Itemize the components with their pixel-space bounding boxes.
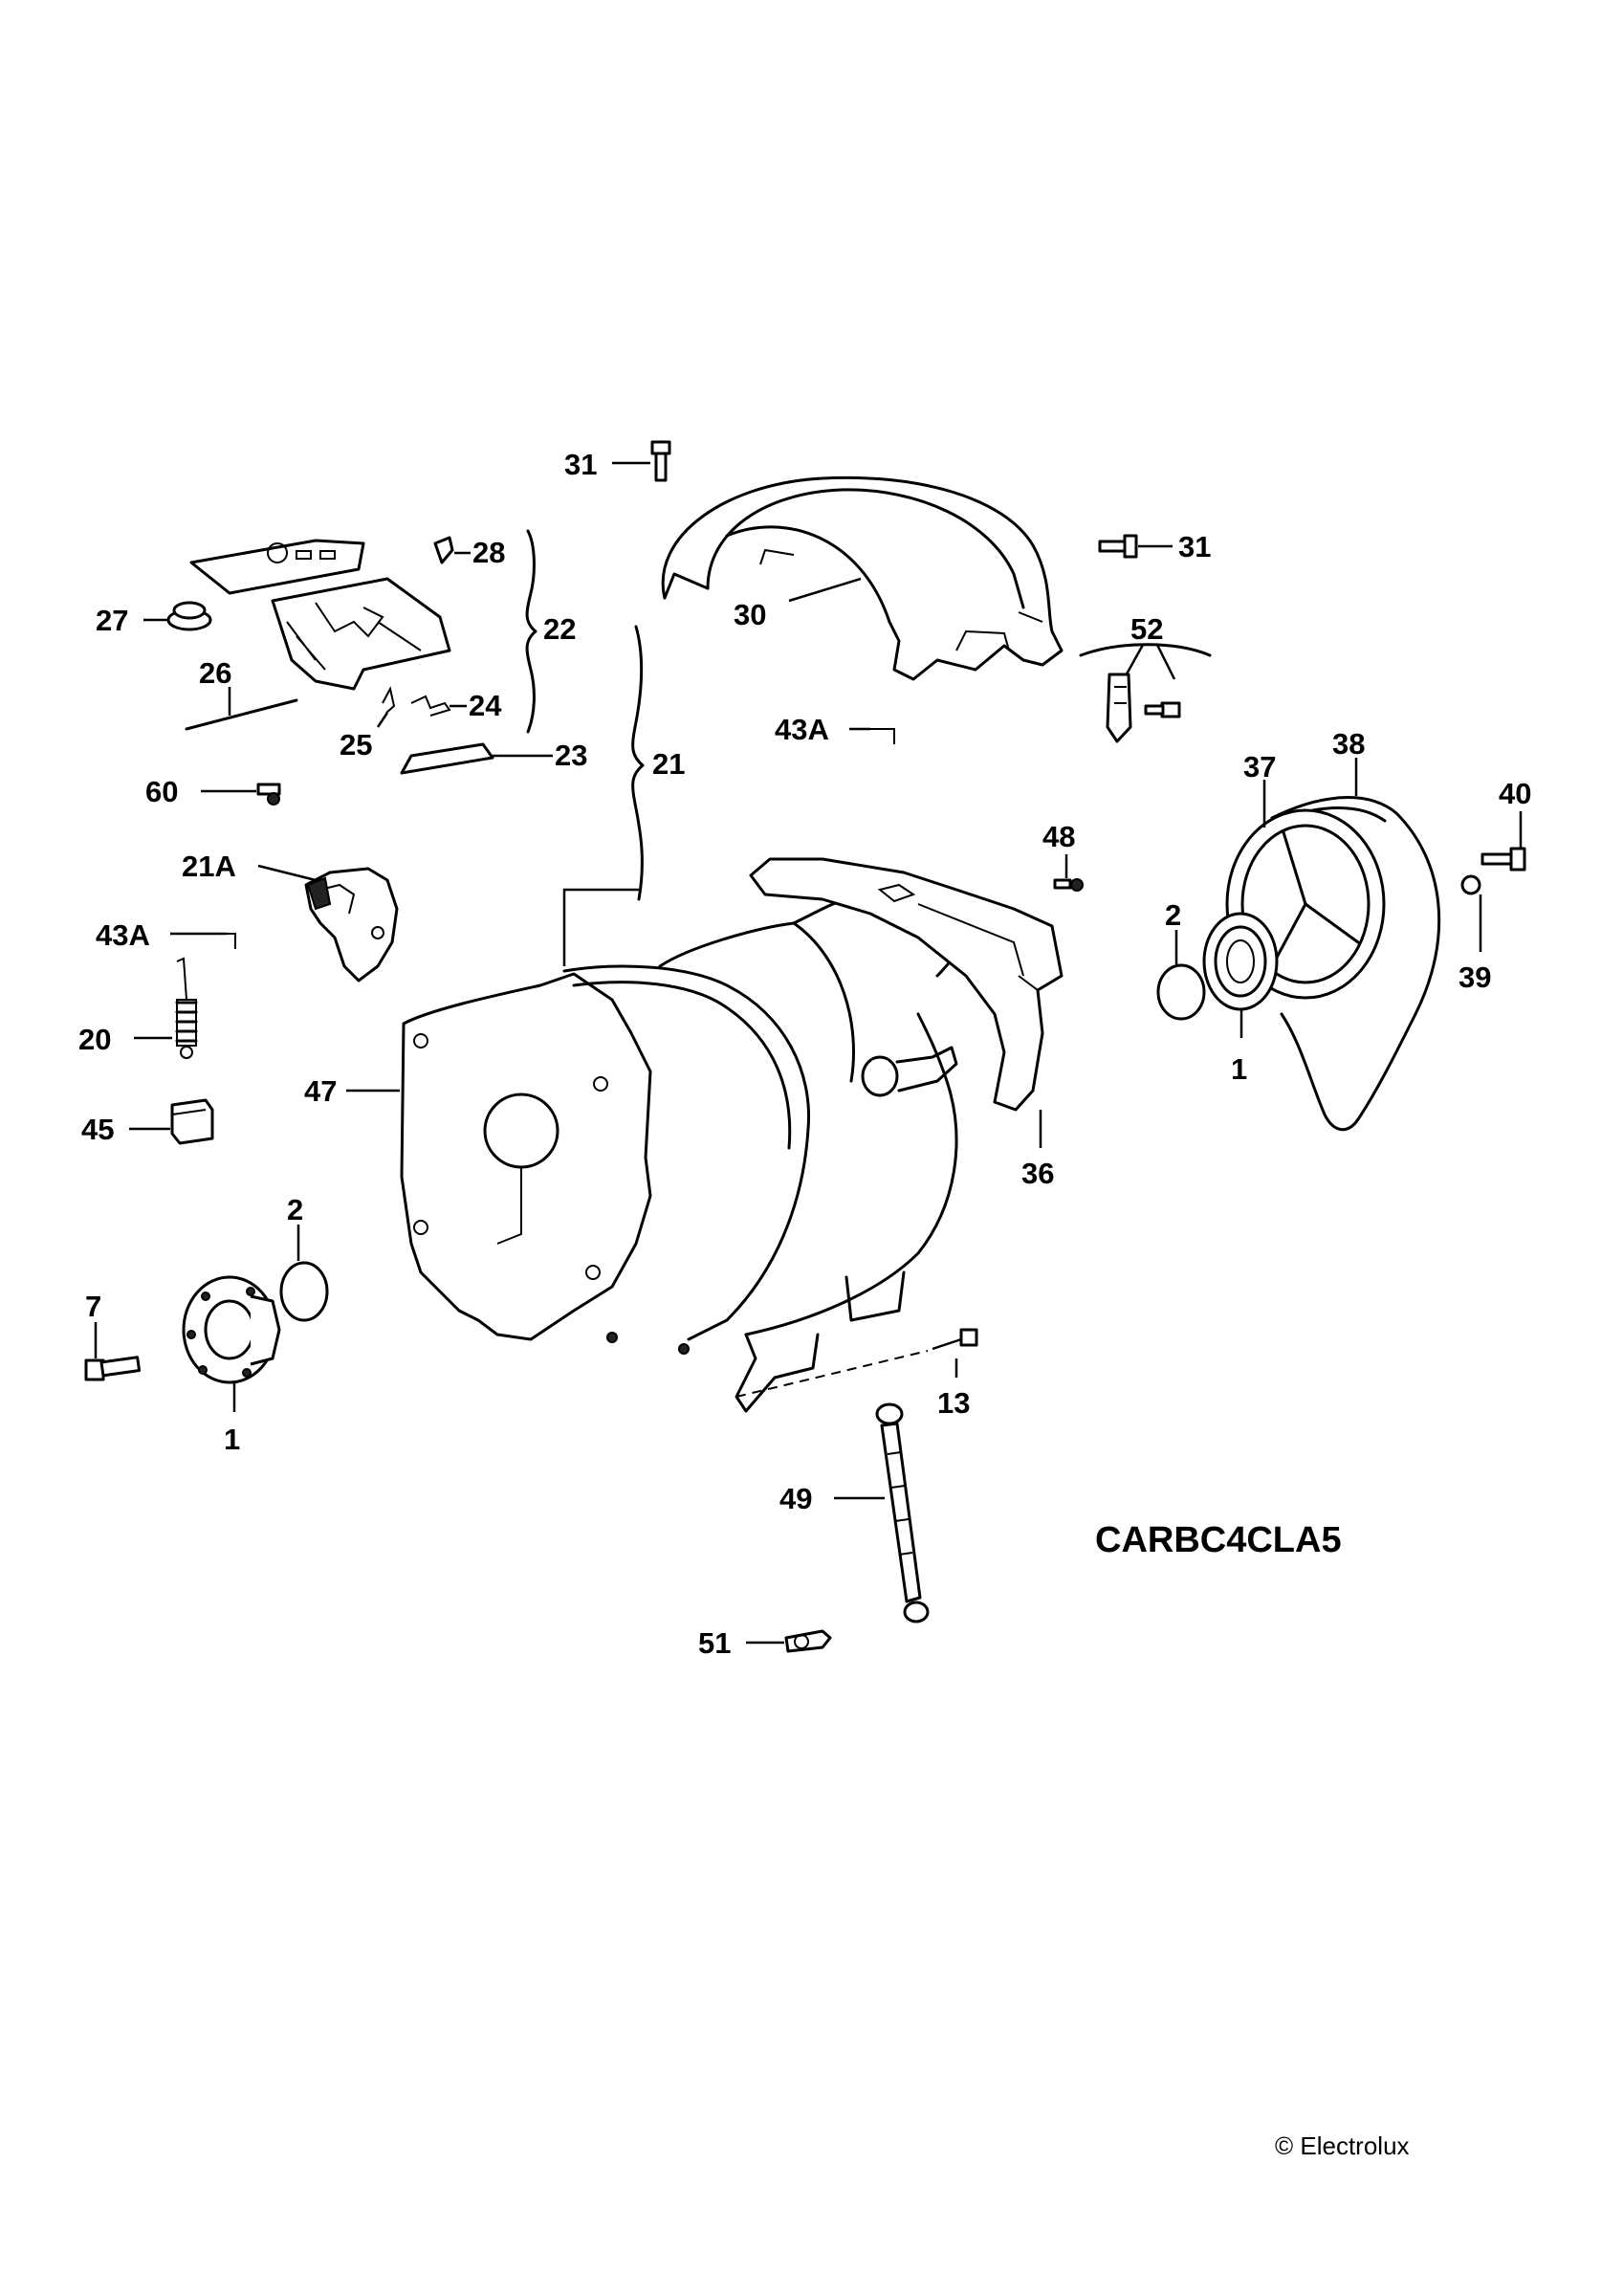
label-21: 21 (652, 747, 685, 781)
control-panel-22 (189, 539, 451, 691)
clip-28 (433, 536, 471, 564)
label-49: 49 (779, 1482, 812, 1515)
bracket-22 (525, 529, 537, 734)
label-52: 52 (1130, 612, 1163, 646)
label-43A-left: 43A (96, 918, 150, 952)
pin-51 (746, 1629, 832, 1653)
label-24: 24 (469, 689, 502, 722)
bolt-31-top (612, 440, 671, 482)
label-47: 47 (304, 1074, 337, 1108)
label-23: 23 (555, 739, 587, 772)
label-40: 40 (1499, 777, 1531, 810)
knob-27 (143, 601, 212, 631)
diagram-code: CARBC4CLA5 (1095, 1520, 1342, 1560)
label-21A: 21A (182, 850, 236, 883)
label-31-top: 31 (564, 448, 597, 481)
bearing-1-left (182, 1275, 281, 1412)
label-1-left: 1 (224, 1423, 240, 1456)
label-7: 7 (85, 1290, 101, 1323)
bracket-21 (631, 625, 645, 901)
label-13: 13 (937, 1386, 970, 1420)
rear-tub (658, 888, 972, 1413)
label-1-right: 1 (1231, 1052, 1247, 1086)
tub-cover-36 (749, 857, 1064, 1112)
rod-26 (185, 687, 298, 731)
shock-absorber-49 (834, 1402, 930, 1623)
label-39: 39 (1459, 960, 1491, 994)
leader-30 (788, 577, 862, 603)
label-25: 25 (340, 728, 372, 762)
hook-43A-left (170, 932, 236, 949)
label-22: 22 (543, 612, 576, 646)
o-ring-2-right (1156, 930, 1206, 1021)
label-37: 37 (1243, 750, 1276, 784)
washer-39 (1460, 874, 1482, 952)
strip-23 (400, 742, 553, 775)
front-tub-47 (400, 964, 811, 1355)
screw-60 (201, 783, 281, 806)
o-ring-2-left (279, 1225, 329, 1322)
label-2-left: 2 (287, 1193, 303, 1226)
spring-20 (134, 957, 198, 1059)
label-2-right: 2 (1165, 898, 1181, 932)
clip-24 (410, 695, 467, 717)
block-45 (129, 1098, 214, 1145)
label-45: 45 (81, 1113, 114, 1146)
label-60: 60 (145, 775, 178, 808)
label-51: 51 (698, 1626, 731, 1660)
label-20: 20 (78, 1023, 111, 1056)
pulley-37-belt-38 (1202, 796, 1441, 1132)
hook-43A-top (849, 727, 895, 744)
bolt-7 (84, 1322, 142, 1381)
top-hood-30 (661, 475, 1064, 681)
screw-48 (1053, 854, 1084, 892)
bracket-screw-52 (1079, 643, 1212, 743)
label-31-right: 31 (1178, 530, 1211, 563)
label-26: 26 (199, 656, 231, 690)
label-30: 30 (734, 598, 766, 631)
bolt-31-right (1098, 534, 1173, 559)
label-28: 28 (472, 536, 505, 569)
leader-21 (562, 888, 639, 966)
label-43A-top: 43A (775, 713, 829, 746)
screw-13 (735, 1328, 978, 1398)
clip-25 (376, 686, 396, 728)
label-48: 48 (1042, 820, 1075, 853)
label-27: 27 (96, 604, 128, 637)
label-38: 38 (1332, 727, 1365, 761)
label-36: 36 (1021, 1157, 1054, 1190)
cover-21A (257, 864, 399, 982)
copyright-notice: © Electrolux (1275, 2131, 1410, 2160)
bolt-40 (1480, 811, 1526, 872)
